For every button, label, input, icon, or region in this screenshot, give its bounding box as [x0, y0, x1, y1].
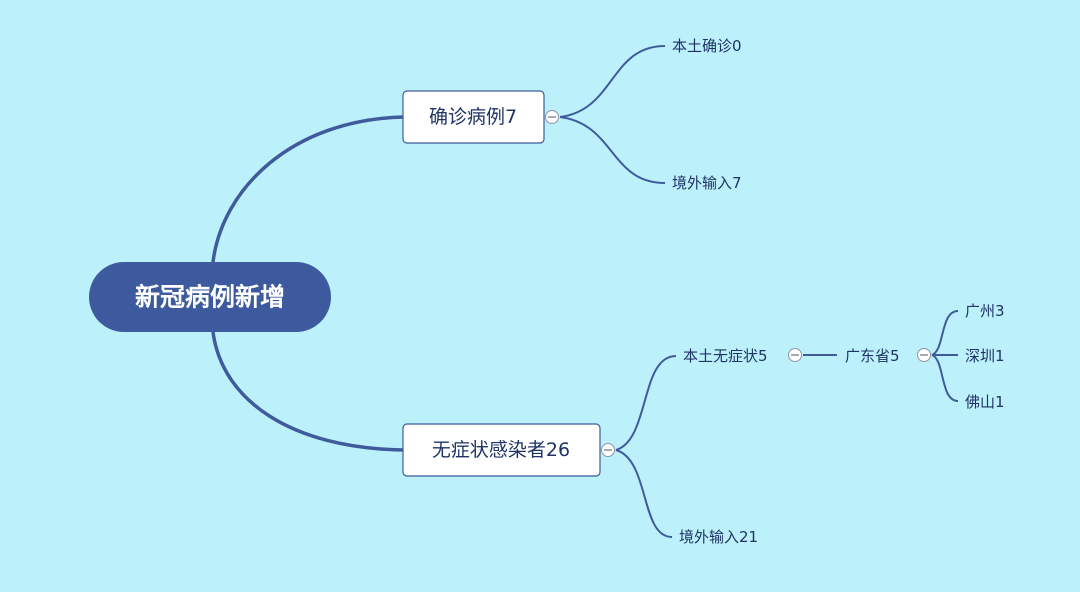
collapse-toggle-province[interactable]	[917, 348, 931, 362]
leaf-city-guangzhou[interactable]: 广州3	[965, 302, 1005, 320]
topic-confirmed-label: 确诊病例7	[429, 106, 517, 128]
topic-confirmed-box	[402, 90, 545, 144]
collapse-toggle-confirmed[interactable]	[545, 110, 559, 124]
root-node-label: 新冠病例新增	[135, 283, 285, 312]
leaf-province[interactable]: 广东省5	[845, 347, 900, 365]
topic-asymptomatic-label: 无症状感染者26	[432, 439, 570, 461]
connector-root-confirmed	[211, 115, 404, 263]
root-node[interactable]: 新冠病例新增	[89, 262, 331, 332]
leaf-asymptomatic-local[interactable]: 本土无症状5	[683, 347, 768, 365]
leaf-asymptomatic-imported[interactable]: 境外输入21	[679, 528, 758, 546]
topic-asymptomatic-box	[402, 423, 601, 477]
connector-asymptomatic-imported	[615, 449, 673, 538]
leaf-city-shenzhen[interactable]: 深圳1	[965, 347, 1005, 365]
connector-confirmed-local	[559, 45, 666, 118]
connector-province-foshan	[931, 354, 959, 402]
connector-confirmed-imported	[559, 116, 666, 184]
connector-asymptomatic-local	[615, 355, 677, 451]
leaf-confirmed-local[interactable]: 本土确诊0	[672, 37, 742, 55]
connector-root-asymptomatic	[211, 331, 404, 452]
leaf-confirmed-imported[interactable]: 境外输入7	[672, 174, 742, 192]
root-node-box	[89, 262, 331, 332]
connector-province-guangzhou	[931, 310, 959, 356]
topic-asymptomatic[interactable]: 无症状感染者26	[402, 423, 601, 477]
leaf-city-foshan[interactable]: 佛山1	[965, 393, 1005, 411]
collapse-toggle-asymptomatic-local[interactable]	[788, 348, 802, 362]
collapse-toggle-asymptomatic[interactable]	[601, 443, 615, 457]
topic-confirmed[interactable]: 确诊病例7	[402, 90, 545, 144]
